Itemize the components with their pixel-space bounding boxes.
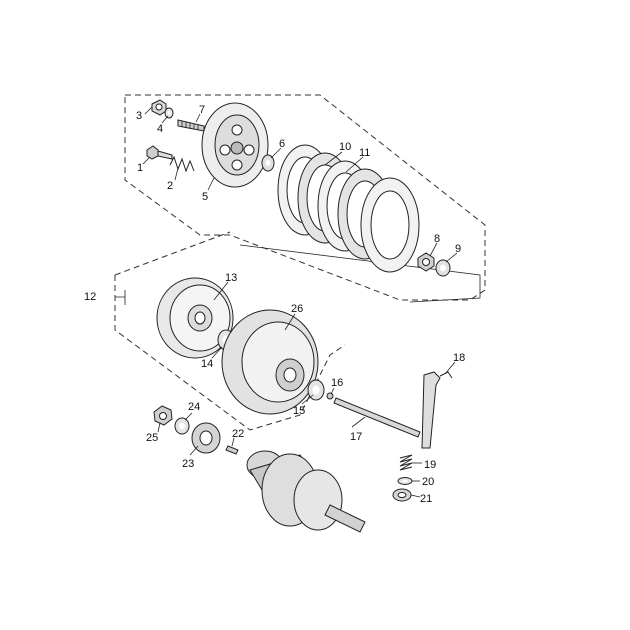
bracket-12 — [115, 244, 481, 305]
washer-24-part — [174, 417, 190, 435]
callout-10: 10 — [339, 141, 351, 153]
leader-lines — [142, 106, 458, 498]
callout-16: 16 — [331, 377, 343, 389]
clutch-center-13-part — [156, 277, 234, 359]
washer-15-part — [307, 379, 325, 401]
clutch-plates-10-11-part — [277, 144, 420, 273]
crankshaft-part — [246, 450, 366, 533]
callout-20: 20 — [422, 476, 434, 488]
seal-21-part — [392, 488, 412, 502]
pressure-plate-5-part — [201, 102, 269, 188]
callout-18: 18 — [453, 352, 465, 364]
callout-23: 23 — [182, 458, 194, 470]
clutch-lever-18-part — [421, 371, 453, 449]
callout-21: 21 — [420, 493, 432, 505]
lifter-rod-17-part — [333, 397, 421, 438]
nut-3-part — [151, 99, 167, 116]
callout-6: 6 — [279, 138, 285, 150]
upper-group-outline — [124, 94, 486, 301]
callout-14: 14 — [201, 358, 213, 370]
callout-26: 26 — [291, 303, 303, 315]
callout-1: 1 — [137, 162, 143, 174]
washer-6-part — [261, 154, 275, 172]
key-22-part — [225, 445, 239, 455]
callout-3: 3 — [136, 110, 142, 122]
washer-9-part — [435, 259, 451, 277]
callout-7: 7 — [199, 104, 205, 116]
callout-25: 25 — [146, 432, 158, 444]
callout-5: 5 — [202, 191, 208, 203]
nut-8-part — [417, 252, 435, 272]
clutch-outer-26-part — [221, 309, 319, 415]
lower-group-outline — [114, 231, 346, 431]
callout-17: 17 — [350, 431, 362, 443]
spring-19-part — [399, 454, 413, 471]
callout-9: 9 — [455, 243, 461, 255]
callout-2: 2 — [167, 180, 173, 192]
washer-20-part — [397, 477, 413, 485]
callout-4: 4 — [157, 123, 163, 135]
callout-24: 24 — [188, 401, 200, 413]
callout-13: 13 — [225, 272, 237, 284]
callout-15: 15 — [293, 405, 305, 417]
callout-12: 12 — [84, 291, 96, 303]
callout-22: 22 — [232, 428, 244, 440]
callout-11: 11 — [359, 147, 370, 159]
ball-16-part — [326, 392, 334, 400]
bolt-1-part — [146, 145, 173, 160]
stud-bolt-7-part — [177, 119, 205, 132]
nut-25-part — [153, 405, 173, 426]
spring-2-part — [169, 155, 195, 173]
callout-19: 19 — [424, 459, 436, 471]
callout-8: 8 — [434, 233, 440, 245]
washer-4-part — [164, 107, 174, 119]
primary-gear-23-part — [191, 422, 221, 454]
